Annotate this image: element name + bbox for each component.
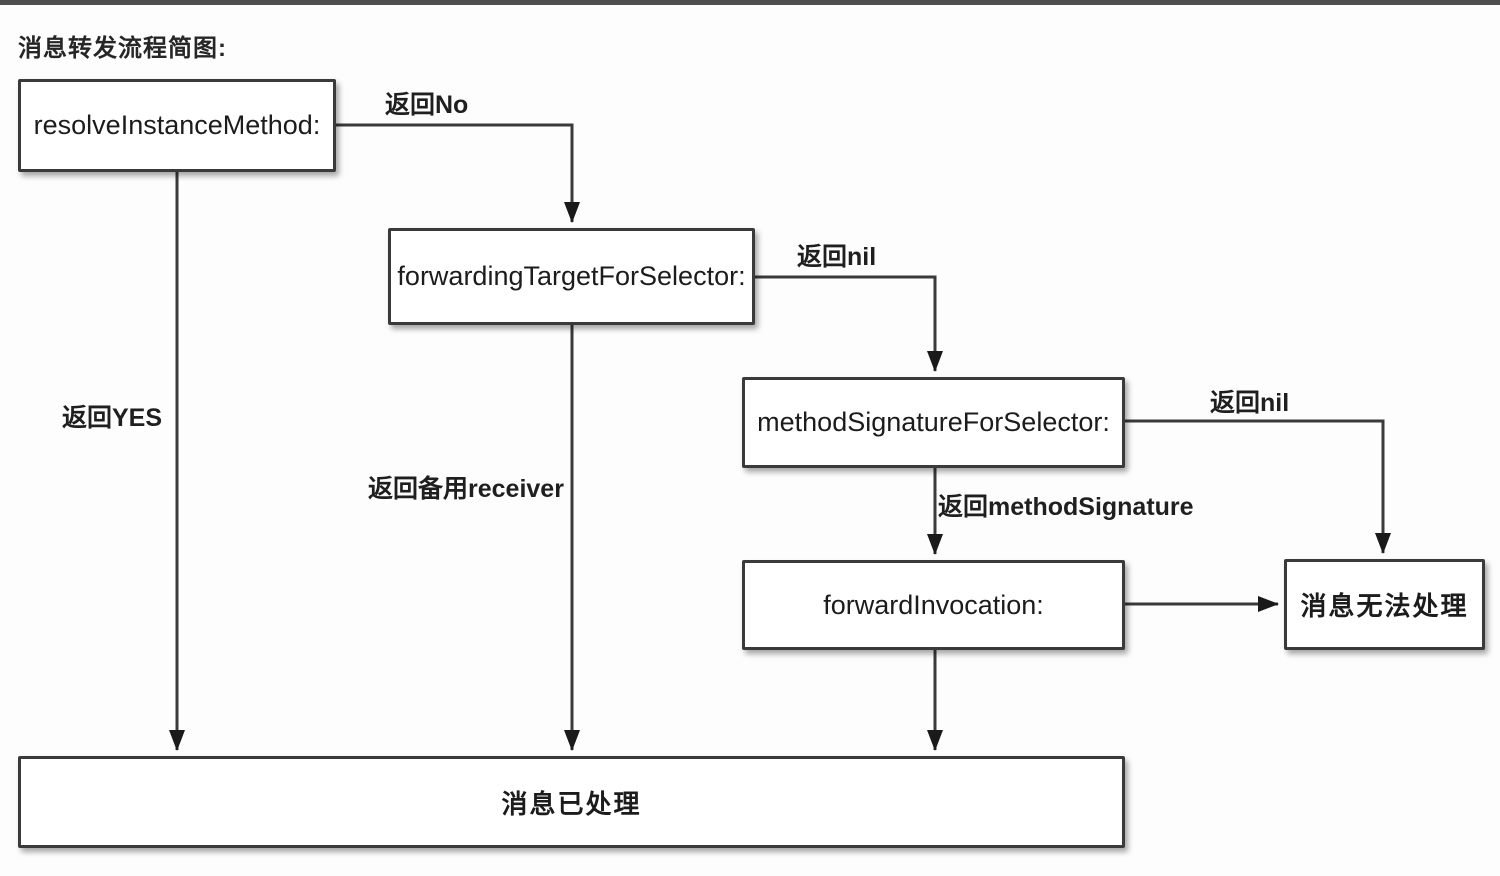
diagram-title: 消息转发流程简图: (18, 35, 227, 62)
node-message-unhandled: 消息无法处理 (1284, 559, 1485, 650)
node-forward-invocation-label: forwardInvocation: (823, 589, 1044, 620)
edge-label-return-nil-to-unhandled: 返回nil (1210, 389, 1290, 417)
node-forwarding-target-for-selector: forwardingTargetForSelector: (388, 228, 755, 325)
edge-return-nil-to-unhandled (1125, 419, 1391, 554)
edge-return-no (336, 123, 580, 223)
edge-label-return-backup-receiver: 返回备用receiver (368, 475, 564, 503)
node-method-signature-for-selector-label: methodSignatureForSelector: (757, 407, 1110, 437)
top-border-bar (0, 0, 1500, 5)
node-resolve-instance-method-label: resolveInstanceMethod: (33, 110, 321, 140)
node-forward-invocation: forwardInvocation: (742, 560, 1125, 650)
edge-return-nil-to-method-signature (755, 275, 943, 372)
edge-label-return-method-signature: 返回methodSignature (938, 493, 1194, 521)
edge-label-return-no: 返回No (385, 91, 469, 119)
edge-label-return-nil-to-method-signature: 返回nil (797, 243, 877, 271)
node-forwarding-target-for-selector-label: forwardingTargetForSelector: (397, 261, 746, 291)
node-method-signature-for-selector: methodSignatureForSelector: (742, 377, 1125, 468)
edge-label-return-yes: 返回YES (62, 404, 163, 432)
node-message-handled: 消息已处理 (18, 756, 1125, 848)
node-message-handled-label: 消息已处理 (501, 788, 642, 819)
node-resolve-instance-method: resolveInstanceMethod: (18, 79, 336, 172)
node-message-unhandled-label: 消息无法处理 (1300, 591, 1469, 621)
